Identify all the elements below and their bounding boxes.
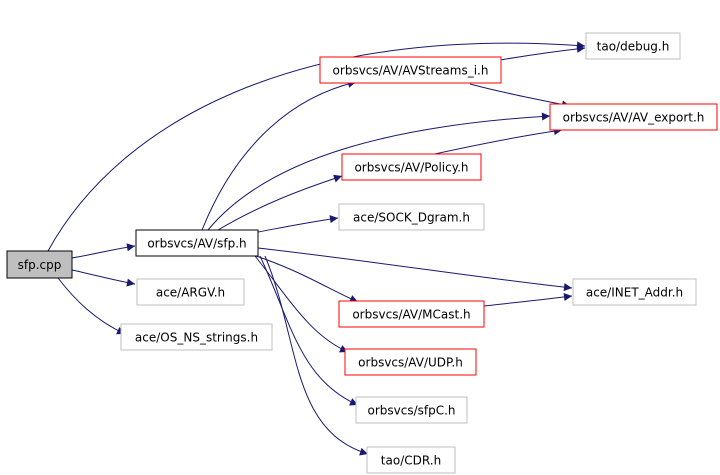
node-label: tao/CDR.h [381,454,441,468]
node-avstreams-i-h[interactable]: orbsvcs/AV/AVStreams_i.h [319,56,502,84]
node-label: ace/ARGV.h [156,286,225,300]
node-tao-debug-h[interactable]: tao/debug.h [585,32,681,60]
node-label: orbsvcs/AV/sfp.h [147,237,246,251]
edge-sfp-h-to-sock-dgram-h [257,215,339,233]
edge-policy-h-to-av-export-h [429,127,563,156]
node-label: sfp.cpp [18,258,62,272]
node-inet-addr-h[interactable]: ace/INET_Addr.h [572,278,697,306]
edge-sfp-h-to-av-export-h [207,112,551,231]
edge-sfp-h-to-policy-h [217,174,343,231]
node-os-ns-strings-h[interactable]: ace/OS_NS_strings.h [120,323,273,351]
edge-sfp-cpp-to-argv-h [71,269,136,287]
node-label: orbsvcs/AV/AVStreams_i.h [333,64,489,78]
node-sfpc-h[interactable]: orbsvcs/sfpC.h [355,396,468,424]
node-cdr-h[interactable]: tao/CDR.h [366,446,456,474]
edge-sfp-cpp-to-sfp-h [71,243,136,259]
edge-sfp-h-to-inet-addr-h [257,247,573,292]
node-label: ace/INET_Addr.h [586,286,683,300]
edge-sfp-h-to-avstreams-i-h [201,79,357,231]
edge-sfp-cpp-to-tao-debug-h [47,41,586,252]
node-sock-dgram-h[interactable]: ace/SOCK_Dgram.h [338,203,485,231]
node-label: ace/SOCK_Dgram.h [353,211,470,225]
node-label: orbsvcs/sfpC.h [367,404,455,418]
node-label: orbsvcs/AV/UDP.h [358,356,463,370]
edge-sfp-h-to-cdr-h [264,255,369,456]
node-label: orbsvcs/AV/MCast.h [352,308,470,322]
edge-avstreams-i-h-to-av-export-h [469,83,571,109]
node-layer: sfp.cpp orbsvcs/AV/sfp.h ace/ARGV.h ace/… [6,32,718,474]
edge-avstreams-i-h-to-tao-debug-h [499,44,586,61]
node-argv-h[interactable]: ace/ARGV.h [136,278,245,306]
node-sfp-h[interactable]: orbsvcs/AV/sfp.h [135,229,259,257]
node-sfp-cpp[interactable]: sfp.cpp [6,250,73,279]
node-label: orbsvcs/AV/Policy.h [354,161,468,175]
edge-sfp-h-to-mcast-h [249,253,359,303]
node-label: orbsvcs/AV/AV_export.h [563,111,705,125]
node-av-export-h[interactable]: orbsvcs/AV/AV_export.h [549,103,718,131]
node-label: tao/debug.h [597,40,670,54]
node-mcast-h[interactable]: orbsvcs/AV/MCast.h [338,300,485,328]
edge-layer [47,41,586,456]
edge-sfp-h-to-sfpc-h [259,255,359,406]
edge-sfp-cpp-to-os-ns-strings-h [57,277,126,335]
node-policy-h[interactable]: orbsvcs/AV/Policy.h [341,153,482,181]
node-udp-h[interactable]: orbsvcs/AV/UDP.h [344,348,477,376]
edge-mcast-h-to-inet-addr-h [483,293,573,307]
node-label: ace/OS_NS_strings.h [135,331,258,345]
